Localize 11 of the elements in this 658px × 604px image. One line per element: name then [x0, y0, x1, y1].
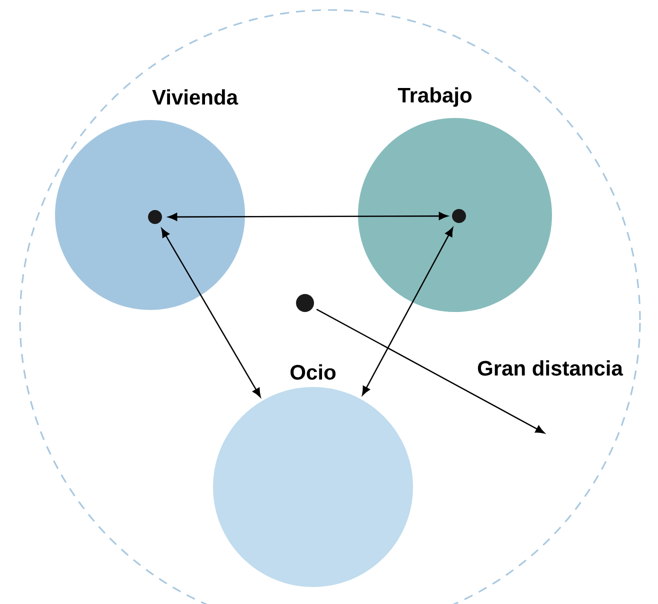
dot: [296, 294, 314, 312]
arrow: [168, 212, 448, 221]
arrow: [362, 227, 454, 396]
node-label: Vivienda: [152, 89, 238, 105]
arrow: [316, 308, 545, 434]
node-label: Ocio: [290, 364, 336, 380]
dot: [452, 209, 466, 223]
edge-label: Gran distancia: [478, 360, 624, 376]
dot: [148, 210, 162, 224]
arrow: [161, 228, 261, 398]
node-label: Trabajo: [398, 87, 472, 107]
